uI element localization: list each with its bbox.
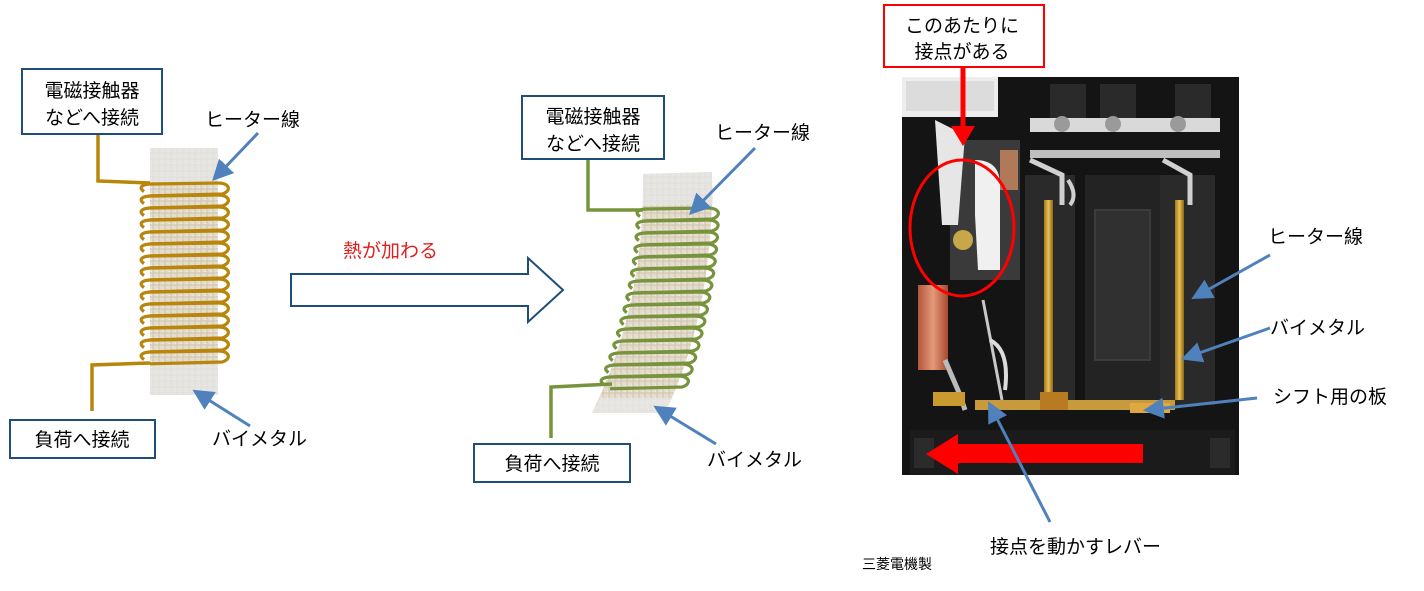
coil-turn — [616, 326, 704, 343]
coil-turn — [599, 374, 690, 391]
left-heater-coil — [139, 181, 230, 366]
heat-arrow — [290, 255, 565, 325]
contact-callout-line1: このあたりに — [905, 15, 1019, 37]
left-top-box-line2: などへ接続 — [45, 107, 139, 129]
coil-turn — [139, 337, 230, 354]
left-bottom-box-text: 負荷へ接続 — [34, 429, 129, 451]
coil-turn — [633, 242, 719, 259]
photo-shift-plate-pointer-arrow — [1142, 396, 1258, 419]
middle-bottom-connection-box — [473, 443, 631, 483]
lever-movement-arrow — [926, 434, 1143, 474]
coil-turn — [139, 217, 230, 234]
contact-area-circle — [908, 158, 1016, 298]
relay-photo: このあたりに 接点がある ヒーター線 バイメタル シフト用の板 接点を動かすレバ… — [862, 4, 1387, 573]
coil-turn — [612, 338, 701, 355]
coil-turn — [139, 205, 230, 222]
coil-turn — [139, 229, 230, 246]
middle-top-lead-wire — [586, 158, 643, 212]
coil-turn — [139, 325, 230, 342]
left-bimetal-label: バイメタル — [212, 428, 307, 450]
middle-bottom-box-text: 負荷へ接続 — [504, 453, 599, 475]
photo-shift-plate-label: シフト用の板 — [1273, 386, 1387, 408]
coil-turn — [139, 301, 230, 318]
middle-bimetal-diagram: 電磁接触器 などへ接続 ヒーター線 負荷へ接続 バイメタル — [473, 95, 810, 483]
photo-lever-label: 接点を動かすレバー — [990, 536, 1161, 558]
coil-turn — [622, 302, 709, 319]
middle-bimetal-label: バイメタル — [707, 449, 802, 471]
left-bottom-connection-box — [9, 419, 156, 459]
coil-turn — [139, 349, 230, 366]
middle-top-connection-box — [521, 95, 665, 160]
coil-turn — [139, 253, 230, 270]
coil-turn — [627, 278, 714, 295]
coil-turn — [625, 290, 712, 307]
coil-turn — [139, 289, 230, 306]
coil-turn — [619, 314, 707, 331]
middle-top-box-line1: 電磁接触器 — [545, 106, 640, 128]
coil-turn — [139, 193, 230, 210]
middle-bottom-lead-wire — [549, 382, 613, 438]
coil-turn — [635, 218, 720, 235]
photo-heater-label: ヒーター線 — [1268, 226, 1363, 248]
photo-bimetal-label: バイメタル — [1270, 317, 1365, 339]
relay-bimetal-strip-1 — [1044, 200, 1053, 400]
relay-shift-plate — [975, 400, 1175, 410]
coil-turn — [631, 254, 717, 271]
photo-lever-pointer-arrow — [988, 401, 1052, 523]
contact-callout-line2: 接点がある — [914, 41, 1009, 63]
middle-heater-pointer-arrow — [689, 146, 757, 215]
contact-callout-box — [883, 4, 1045, 68]
coil-turn — [634, 230, 719, 247]
photo-bimetal-pointer-arrow — [1181, 326, 1271, 363]
middle-heater-coil — [599, 206, 720, 391]
left-bimetal-pointer-arrow — [192, 389, 251, 428]
left-bimetal-diagram: 電磁接触器 などへ接続 ヒーター線 負荷へ接続 バイメタル — [9, 68, 307, 459]
coil-turn — [139, 265, 230, 282]
photo-credit: 三菱電機製 — [862, 557, 932, 573]
left-top-lead-wire — [96, 128, 151, 185]
middle-bimetal-pointer-arrow — [653, 405, 717, 446]
heat-transition: 熱が加わる — [290, 240, 565, 325]
coil-turn — [139, 181, 230, 198]
left-bottom-lead-wire — [90, 361, 151, 411]
coil-turn — [608, 350, 698, 367]
relay-bimetal-strip-2 — [1175, 200, 1184, 400]
middle-top-box-line2: などへ接続 — [546, 133, 640, 155]
heat-label: 熱が加わる — [343, 240, 438, 262]
left-top-box-line1: 電磁接触器 — [44, 80, 139, 102]
left-top-connection-box — [21, 68, 163, 135]
coil-turn — [139, 313, 230, 330]
coil-turn — [139, 241, 230, 258]
photo-heater-pointer-arrow — [1191, 253, 1271, 300]
coil-turn — [604, 362, 694, 379]
left-bimetal-strip — [150, 148, 218, 395]
coil-turn — [139, 277, 230, 294]
left-heater-pointer-arrow — [212, 131, 260, 182]
middle-heater-label: ヒーター線 — [715, 122, 810, 144]
left-heater-label: ヒーター線 — [205, 109, 300, 131]
coil-turn — [630, 266, 716, 283]
